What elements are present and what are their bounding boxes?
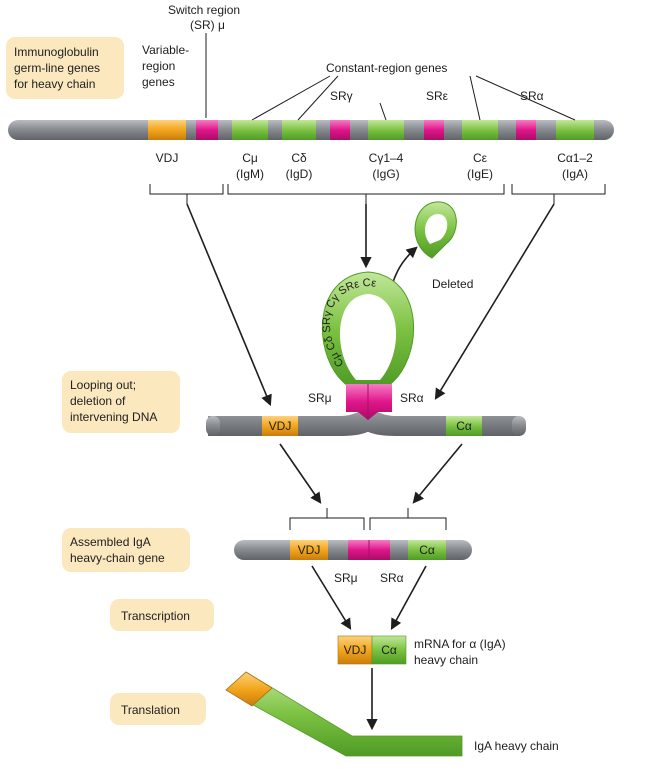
mrna-label-2: heavy chain [414, 653, 478, 667]
assembled-vdj-label: VDJ [298, 543, 321, 557]
mrna [337, 635, 407, 665]
assembled-dna [234, 540, 472, 560]
arrows-mid [279, 443, 463, 504]
c-gamma-ig-label: (IgG) [372, 167, 399, 181]
loop-sr-alpha-label: SRα [400, 391, 424, 405]
box-germline-line2: germ-line genes [14, 61, 100, 75]
switch-region-label-1: Switch region [168, 3, 240, 17]
box-assembled-line2: heavy-chain gene [70, 551, 165, 565]
assembled-vdj-segment [290, 540, 328, 560]
box-looping-line3: intervening DNA [70, 410, 157, 424]
germline-dna [8, 120, 614, 140]
switch-region-label-2: (SR) μ [190, 18, 225, 32]
arrows-transcription [311, 565, 427, 630]
c-delta-ig-label: (IgD) [286, 167, 313, 181]
loop-c-alpha-segment [446, 416, 482, 436]
mrna-c-alpha-segment [371, 635, 407, 665]
c-gamma-segment [368, 120, 404, 140]
sr-epsilon-segment [424, 120, 444, 140]
variable-region-label-3: genes [142, 75, 175, 89]
looped-dna [206, 271, 526, 436]
loop-vdj-label: VDJ [269, 419, 292, 433]
assembled-sr-alpha-label: SRα [380, 571, 404, 585]
c-mu-segment [232, 120, 268, 140]
c-alpha-label: Cα1–2 [557, 151, 593, 165]
loop-c-alpha-label: Cα [456, 419, 472, 433]
variable-region-label-2: region [142, 59, 175, 73]
sr-mu-segment [196, 120, 218, 140]
box-looping-line2: deletion of [70, 394, 126, 408]
sr-alpha-label: SRα [520, 89, 544, 103]
sr-gamma-label: SRγ [330, 89, 353, 103]
c-delta-label: Cδ [291, 151, 307, 165]
variable-region-label-1: Variable- [142, 43, 189, 57]
c-mu-ig-label: (IgM) [236, 167, 264, 181]
constant-region-label: Constant-region genes [326, 61, 447, 75]
sr-alpha-segment [516, 120, 536, 140]
brackets-assembled [289, 508, 447, 530]
mrna-vdj-segment [337, 635, 373, 665]
c-delta-segment [282, 120, 316, 140]
box-translation-text: Translation [121, 703, 180, 717]
loop-sr-mu-label: SRμ [308, 391, 332, 405]
mrna-vdj-label: VDJ [344, 643, 367, 657]
box-transcription: Transcription [110, 599, 214, 631]
assembled-sr-mu-label: SRμ [334, 571, 358, 585]
loop-vdj-segment [262, 416, 298, 436]
box-germline-line3: for heavy chain [14, 77, 95, 91]
deleted-label: Deleted [432, 277, 473, 291]
box-looping-line1: Looping out; [70, 378, 136, 392]
arrows-top [186, 203, 555, 407]
assembled-c-alpha-segment [408, 540, 446, 560]
box-translation: Translation [110, 693, 206, 725]
box-germline: Immunoglobulin germ-line genes for heavy… [6, 37, 124, 99]
assembled-c-alpha-label: Cα [419, 543, 435, 557]
c-alpha-ig-label: (IgA) [562, 167, 588, 181]
vdj-top-label: VDJ [156, 151, 179, 165]
vdj-segment [148, 120, 186, 140]
mrna-label-1: mRNA for α (IgA) [414, 637, 506, 651]
brackets-top [149, 184, 606, 204]
box-germline-line1: Immunoglobulin [14, 45, 99, 59]
box-assembled-line1: Assembled IgA [70, 535, 151, 549]
c-epsilon-segment [462, 120, 498, 140]
sr-gamma-segment [330, 120, 350, 140]
c-epsilon-label: Cε [473, 151, 488, 165]
box-assembled: Assembled IgA heavy-chain gene [62, 528, 190, 572]
c-alpha-segment [556, 120, 594, 140]
protein-chain [225, 671, 463, 757]
c-epsilon-ig-label: (IgE) [467, 167, 493, 181]
box-looping: Looping out; deletion of intervening DNA [62, 371, 180, 433]
c-mu-label: Cμ [242, 151, 258, 165]
sr-epsilon-label: SRε [426, 89, 449, 103]
mrna-c-alpha-label: Cα [381, 643, 397, 657]
protein-label: IgA heavy chain [474, 739, 559, 753]
c-gamma-label: Cγ1–4 [369, 151, 404, 165]
constant-region-pointers [251, 75, 576, 121]
box-transcription-text: Transcription [121, 609, 190, 623]
deleted-loop [414, 201, 457, 259]
sr-gamma-pointer [379, 102, 387, 121]
